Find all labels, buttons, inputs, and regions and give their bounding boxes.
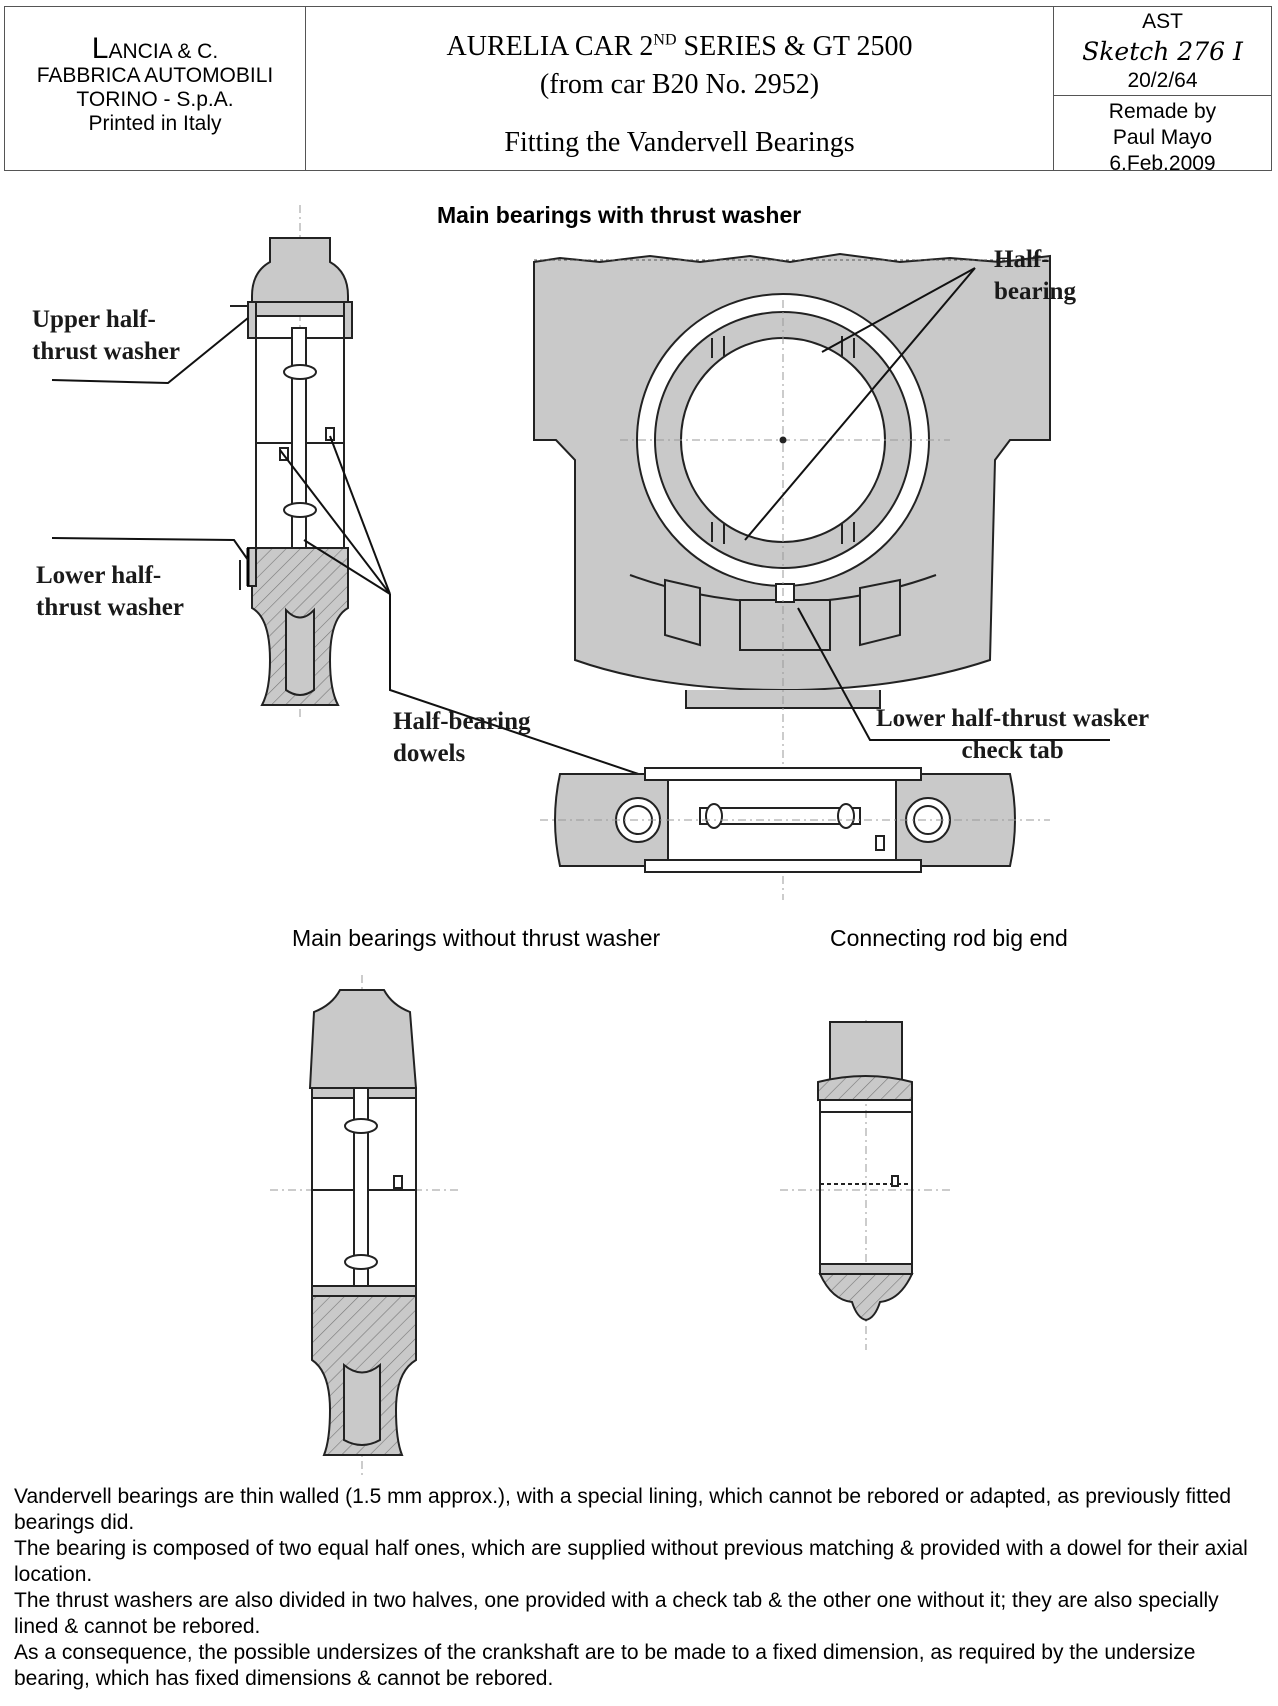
- label-lower-thrust-washer: Lower half- thrust washer: [36, 560, 184, 624]
- sketch-date: 20/2/64: [1127, 69, 1198, 92]
- label-lower-line2: thrust washer: [36, 594, 184, 621]
- label-dowels-line2: dowels: [393, 740, 466, 767]
- reference-cell: AST Sketch 276 I 20/2/64 Remade by Paul …: [1054, 7, 1271, 175]
- label-half-line2: bearing: [994, 278, 1076, 305]
- maker-line4: Printed in Italy: [88, 112, 222, 135]
- leader-lines-left: [51, 317, 879, 856]
- note-paragraph: The thrust washers are also divided in t…: [14, 1589, 1219, 1638]
- document-subject: Fitting the Vandervell Bearings: [504, 127, 855, 158]
- label-half-bearing: Half- bearing: [994, 244, 1076, 308]
- maker-name: LANCIA & C. FABBRICA AUTOMOBILI TORINO -…: [5, 34, 305, 136]
- label-half-bearing-dowels: Half-bearing dowels: [393, 706, 531, 770]
- heading-without-thrust: Main bearings without thrust washer: [292, 925, 661, 951]
- label-dowels-line1: Half-bearing: [393, 708, 531, 735]
- label-check-tab: Lower half-thrust wasker check tab: [876, 703, 1149, 767]
- remade-info: Remade by Paul Mayo 6.Feb.2009: [1054, 99, 1271, 177]
- ref-divider: [1054, 95, 1271, 96]
- title-subline: (from car B20 No. 2952): [539, 69, 820, 100]
- remade-line3: 6.Feb.2009: [1109, 152, 1216, 175]
- title-cell: AURELIA CAR 2ND SERIES & GT 2500 (from c…: [306, 7, 1054, 170]
- ref-code: AST: [1142, 10, 1183, 33]
- note-paragraph: As a consequence, the possible undersize…: [14, 1641, 1196, 1690]
- label-upper-thrust-washer: Upper half- thrust washer: [32, 304, 180, 368]
- label-tab-line2: check tab: [961, 737, 1064, 764]
- leader-lines-right: [744, 267, 1110, 741]
- maker-line3: TORINO - S.p.A.: [76, 88, 234, 111]
- maker-cell: LANCIA & C. FABBRICA AUTOMOBILI TORINO -…: [5, 7, 306, 170]
- heading-with-thrust: Main bearings with thrust washer: [437, 202, 802, 228]
- con-rod-big-end: [780, 1020, 950, 1350]
- heading-con-rod: Connecting rod big end: [830, 925, 1068, 951]
- label-lower-line1: Lower half-: [36, 562, 162, 589]
- document-title: AURELIA CAR 2ND SERIES & GT 2500: [306, 31, 1053, 63]
- label-half-line1: Half-: [994, 246, 1050, 273]
- side-section-without-thrust: [270, 975, 460, 1475]
- plan-view: [540, 767, 1050, 873]
- sketch-number: Sketch 276 I: [1082, 37, 1243, 66]
- maker-initial: L: [91, 32, 109, 65]
- title-rest: SERIES & GT 2500: [676, 31, 913, 62]
- title-block: LANCIA & C. FABBRICA AUTOMOBILI TORINO -…: [4, 6, 1272, 175]
- technical-drawing: [51, 205, 1110, 1475]
- notes: Vandervell bearings are thin walled (1.5…: [14, 1484, 1264, 1692]
- remade-line1: Remade by: [1108, 100, 1217, 123]
- label-tab-line1: Lower half-thrust wasker: [876, 705, 1150, 732]
- maker-line2: FABBRICA AUTOMOBILI: [36, 64, 274, 87]
- label-upper-line1: Upper half-: [32, 306, 156, 333]
- label-upper-line2: thrust washer: [32, 338, 180, 365]
- side-section-with-thrust: [230, 205, 353, 720]
- title-sup: ND: [653, 31, 677, 49]
- remade-line2: Paul Mayo: [1112, 126, 1213, 149]
- note-paragraph: The bearing is composed of two equal hal…: [14, 1537, 1248, 1586]
- front-view-block: [533, 252, 1051, 900]
- maker-rest: ANCIA & C.: [108, 40, 219, 63]
- title-main: AURELIA CAR 2: [446, 31, 654, 62]
- note-paragraph: Vandervell bearings are thin walled (1.5…: [14, 1485, 1232, 1534]
